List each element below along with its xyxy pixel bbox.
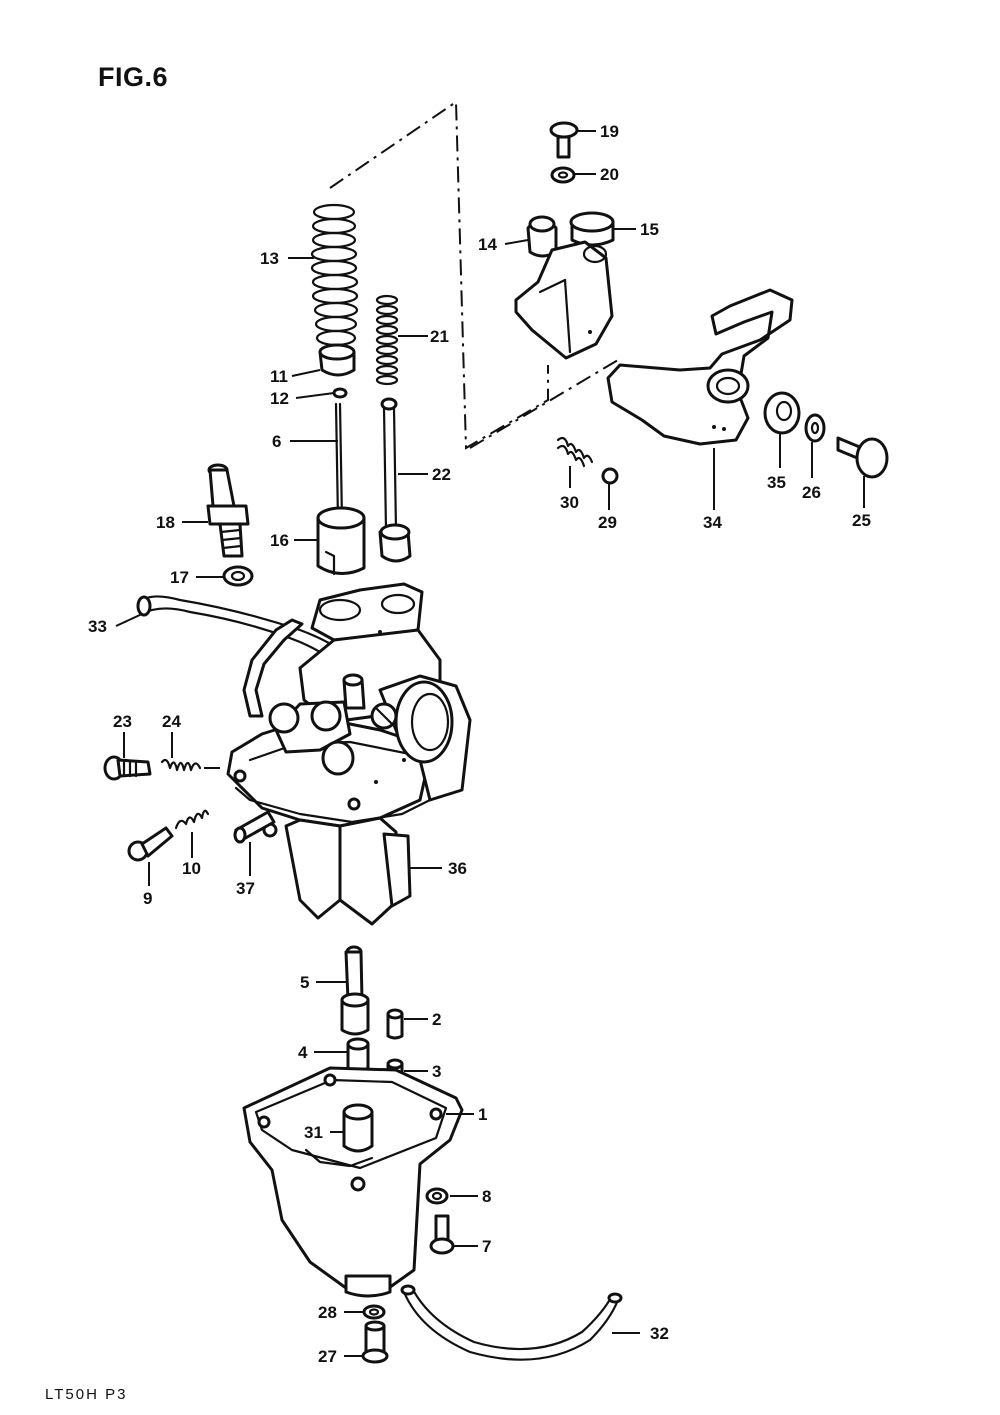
float-chamber (242, 1066, 464, 1298)
callout-33: 33 (88, 617, 107, 636)
figure-title: FIG.6 (98, 62, 169, 92)
part-35-washer (763, 391, 801, 435)
part-17-gasket (222, 565, 254, 587)
part-34-throttle-lever (606, 288, 794, 446)
callout-36: 36 (448, 859, 467, 878)
callout-22: 22 (432, 465, 451, 484)
callout-35: 35 (767, 473, 786, 492)
assembly-guide-lines (329, 100, 619, 450)
part-19-screw (549, 121, 579, 159)
callout-18: 18 (156, 513, 175, 532)
callout-15: 15 (640, 220, 659, 239)
part-9-throttle-stop-screw (127, 826, 174, 862)
callout-labels: 1 2 3 4 5 6 7 8 9 10 11 12 13 14 15 16 1… (88, 122, 871, 1366)
part-12-clip (332, 387, 348, 399)
callout-16: 16 (270, 531, 289, 550)
callout-34: 34 (703, 513, 722, 532)
part-10-spring (174, 809, 210, 830)
callout-8: 8 (482, 1187, 491, 1206)
part-25-bolt (836, 436, 889, 479)
callout-26: 26 (802, 483, 821, 502)
throttle-cable-case (514, 240, 614, 360)
part-7-drain-screw (429, 1214, 455, 1255)
part-28-gasket (362, 1304, 386, 1320)
part-27-drain-plug (361, 1320, 389, 1364)
callout-19: 19 (600, 122, 619, 141)
callout-25: 25 (852, 511, 871, 530)
callout-31: 31 (304, 1123, 323, 1142)
callout-37: 37 (236, 879, 255, 898)
callout-4: 4 (298, 1043, 308, 1062)
part-5-needle-jet-holder (340, 945, 370, 1036)
part-30-spring (556, 436, 594, 468)
part-22-starter-plunger (378, 397, 412, 563)
callout-1: 1 (478, 1105, 487, 1124)
callout-2: 2 (432, 1010, 441, 1029)
callout-5: 5 (300, 973, 309, 992)
callout-14: 14 (478, 235, 497, 254)
part-26-lock-washer (804, 413, 826, 443)
callout-11: 11 (270, 367, 288, 386)
part-21-choke-spring (375, 294, 399, 386)
carburetor-body (226, 582, 472, 926)
callout-17: 17 (170, 568, 189, 587)
part-2-main-jet (386, 1008, 404, 1040)
callout-29: 29 (598, 513, 617, 532)
part-15-cap (569, 211, 615, 247)
part-20-washer (550, 166, 576, 184)
part-16-throttle-valve (316, 506, 366, 576)
part-32-drain-hose (400, 1284, 623, 1361)
callout-12: 12 (270, 389, 289, 408)
callout-30: 30 (560, 493, 579, 512)
part-23-air-screw (103, 755, 152, 781)
callout-9: 9 (143, 889, 152, 908)
part-11-needle-retainer (318, 343, 356, 377)
callout-10: 10 (182, 859, 201, 878)
callout-21: 21 (430, 327, 449, 346)
callout-23: 23 (113, 712, 132, 731)
callout-7: 7 (482, 1237, 491, 1256)
part-8-washer (425, 1187, 449, 1205)
part-37-float-pin (233, 810, 276, 844)
callout-28: 28 (318, 1303, 337, 1322)
part-18-fuel-fitting (206, 463, 250, 558)
callout-32: 32 (650, 1324, 669, 1343)
part-24-spring (160, 758, 202, 772)
callout-leaders (115, 130, 865, 1357)
part-29-ball (601, 467, 619, 485)
part-4-float-valve (346, 1037, 370, 1073)
part-13-throttle-spring (310, 203, 359, 347)
part-14-cap (526, 215, 558, 258)
callout-24: 24 (162, 712, 181, 731)
callout-3: 3 (432, 1062, 441, 1081)
callout-6: 6 (272, 432, 281, 451)
callout-27: 27 (318, 1347, 337, 1366)
part-6-jet-needle (334, 402, 344, 522)
figure-footer-code: LT50H P3 (45, 1386, 128, 1403)
callout-20: 20 (600, 165, 619, 184)
callout-13: 13 (260, 249, 279, 268)
